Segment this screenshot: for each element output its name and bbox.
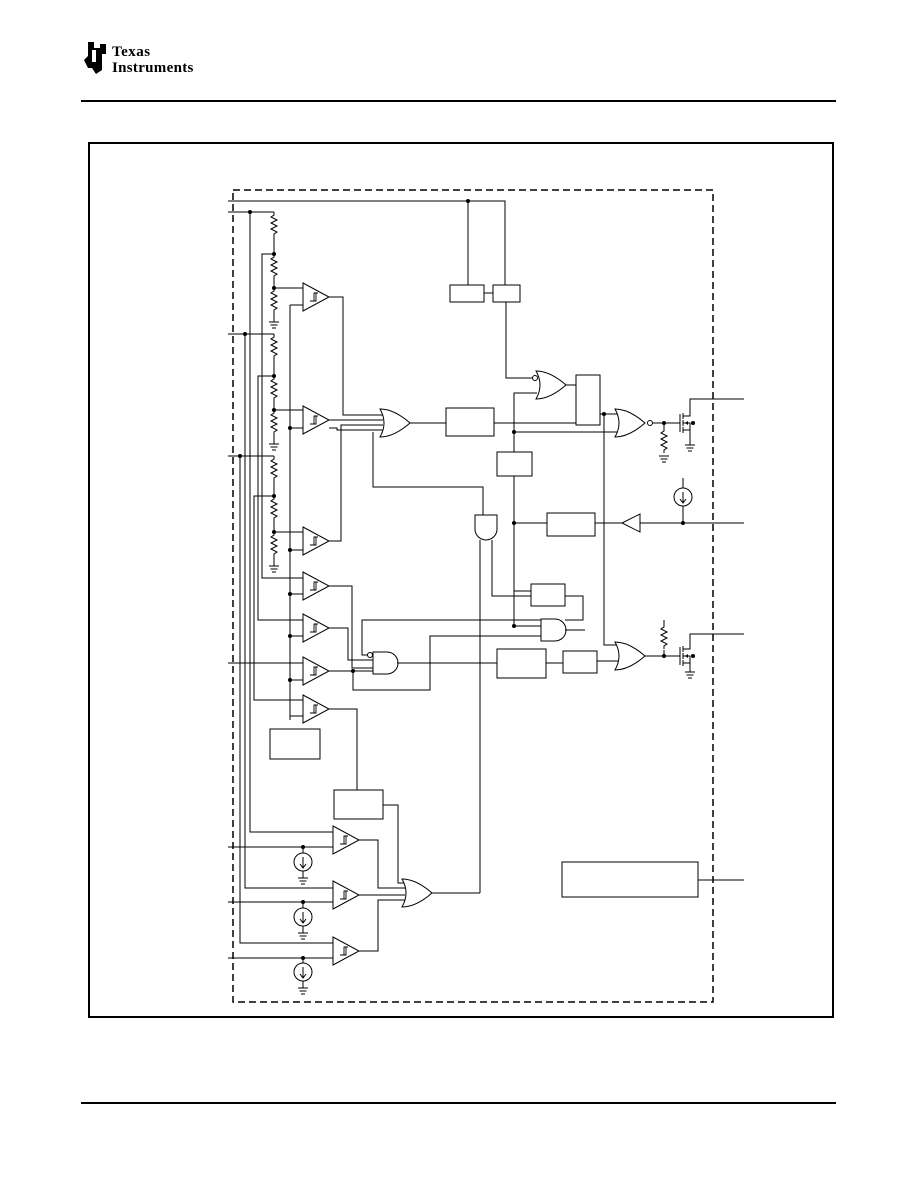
resistor-icon: [660, 427, 668, 454]
ground-icon: [297, 877, 309, 885]
comparator-icon: [302, 282, 330, 312]
comparator-icon: [302, 571, 330, 601]
current-source-icon: [293, 852, 313, 872]
comparator-icon: [302, 694, 330, 724]
comparator-icon: [302, 526, 330, 556]
or-gate-3: [401, 878, 433, 908]
divider-3: [253, 455, 303, 701]
ground-icon: [684, 444, 696, 452]
divider-block: [492, 284, 521, 303]
ground-icon: [297, 987, 309, 995]
bus-2: [244, 334, 333, 889]
comparator-icon: [302, 613, 330, 643]
comparator-icon: [332, 825, 360, 855]
latch-block: [575, 374, 601, 426]
osc-block: [449, 284, 485, 303]
mosfet-icon: [671, 406, 691, 440]
or-gate-1: [379, 408, 411, 438]
reference-block: [269, 728, 321, 760]
logo-line-texas: Texas: [112, 44, 151, 60]
mosfet-icon: [671, 639, 691, 673]
latch-block-2: [562, 650, 598, 674]
and-gate-2: [540, 618, 567, 642]
figure-frame: [88, 142, 834, 1018]
ground-icon: [684, 671, 696, 679]
divider-2: [257, 333, 303, 621]
ground-icon: [658, 455, 670, 463]
header-rule: [81, 100, 836, 102]
nor-gate-pfo: [614, 641, 646, 671]
footer-rule: [81, 1102, 836, 1104]
comparator-icon: [302, 405, 330, 435]
ti-logo: Texas Instruments: [80, 38, 210, 82]
comparator-icon: [332, 880, 360, 910]
resistor-icon: [660, 623, 668, 650]
current-source-icon: [293, 907, 313, 927]
device-boundary: [232, 189, 714, 1003]
edge-detect-block: [546, 512, 596, 537]
delay-block-2: [496, 648, 547, 679]
input-buffer: [620, 513, 641, 533]
watchdog-block: [496, 451, 533, 477]
pin-wire-vdd: [228, 200, 506, 287]
ground-icon: [297, 932, 309, 940]
delay-block-1: [445, 407, 495, 437]
output-wire-pfo: [689, 633, 744, 640]
bus-1: [249, 212, 333, 833]
ti-logo-icon: [84, 42, 106, 74]
divider-1: [261, 211, 303, 579]
current-source-icon: [293, 962, 313, 982]
output-wire-reset: [689, 398, 744, 407]
or-gate-2: [535, 370, 567, 400]
logo-line-instruments: Instruments: [112, 60, 194, 76]
power-supply-block: [561, 861, 699, 898]
hysteresis-block: [333, 789, 384, 820]
comparator-icon: [302, 656, 330, 686]
comparator-icon: [332, 936, 360, 966]
timer-block: [530, 583, 566, 607]
bus-3: [239, 456, 333, 944]
and-gate-vertical: [474, 514, 498, 541]
nor-gate-reset: [614, 408, 646, 438]
and-gate-3: [372, 651, 399, 675]
current-source-icon: [673, 487, 693, 507]
